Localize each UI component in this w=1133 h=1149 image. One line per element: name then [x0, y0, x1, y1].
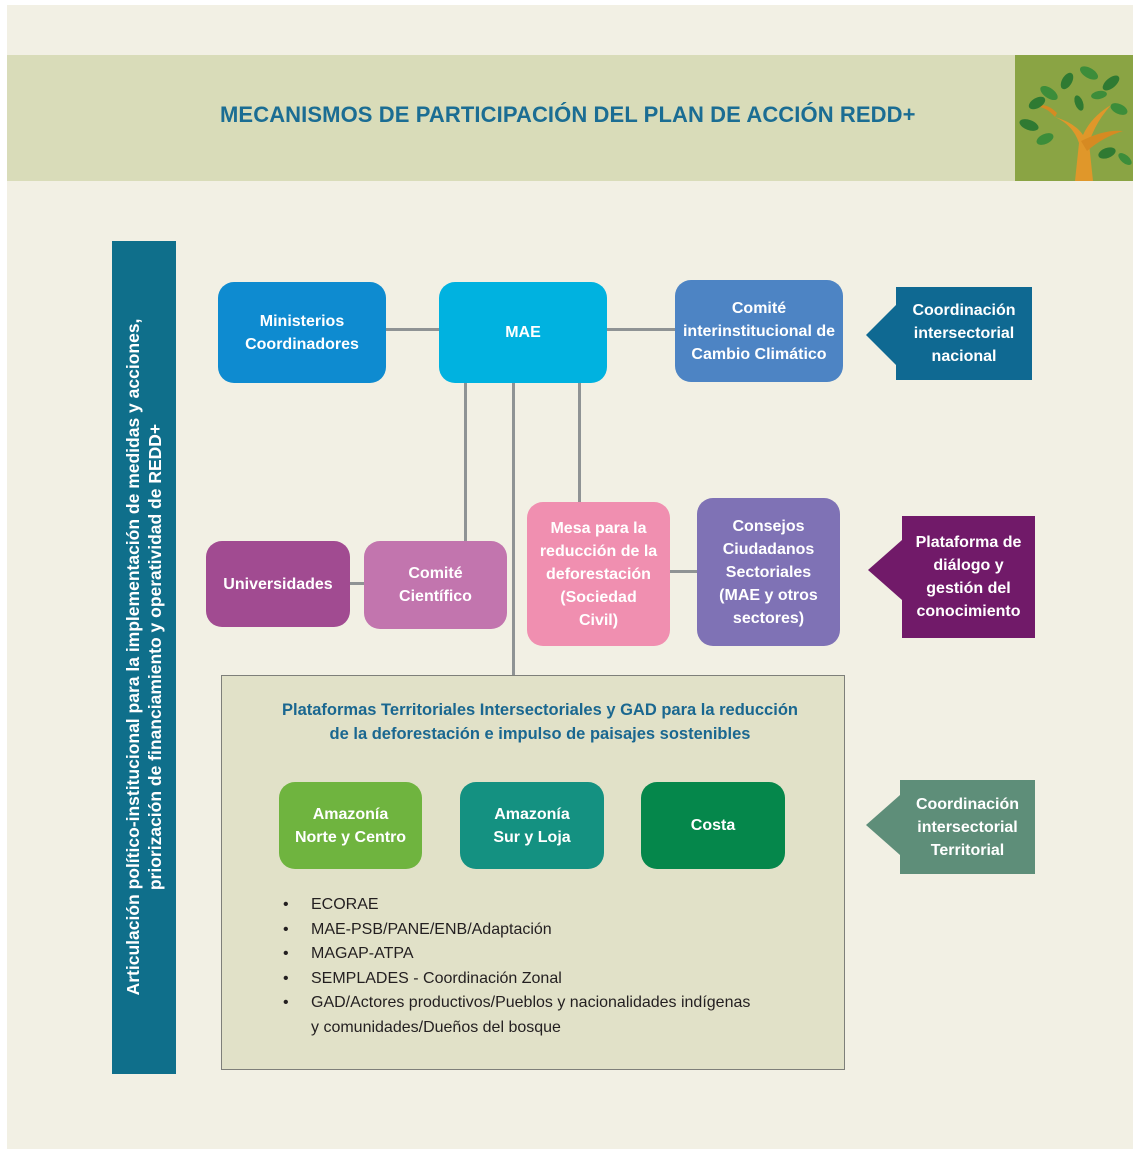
actors-list: ECORAE MAE-PSB/PANE/ENB/Adaptación MAGAP…: [283, 893, 843, 1040]
connector-ministerios-mae: [384, 328, 442, 331]
page-title: MECANISMOS DE PARTICIPACIÓN DEL PLAN DE …: [220, 102, 916, 127]
territorial-platforms-title: Plataformas Territoriales Intersectorial…: [282, 701, 798, 743]
consejos-ciudadanos-node: Consejos Ciudadanos Sectoriales (MAE y o…: [697, 498, 840, 646]
tag-coordinacion-territorial: Coordinación intersectorial Territorial: [900, 780, 1035, 874]
list-item: ECORAE: [283, 893, 843, 918]
tag-plataforma-dialogo: Plataforma de diálogo y gestión del cono…: [902, 516, 1035, 638]
mae-node: MAE: [439, 282, 607, 383]
region-amazonia-sur-loja: Amazonía Sur y Loja: [460, 782, 604, 869]
list-item: GAD/Actores productivos/Pueblos y nacion…: [283, 991, 756, 1040]
comite-cientifico-node: Comité Científico: [364, 541, 507, 629]
connector-mae-mesa: [578, 382, 581, 504]
connector-mesa-consejos: [668, 570, 699, 573]
universidades-node: Universidades: [206, 541, 350, 627]
region-costa: Costa: [641, 782, 785, 869]
list-item: MAGAP-ATPA: [283, 942, 843, 967]
list-item: SEMPLADES - Coordinación Zonal: [283, 967, 843, 992]
connector-mae-comite: [605, 328, 677, 331]
list-item: MAE-PSB/PANE/ENB/Adaptación: [283, 918, 843, 943]
side-bar: [112, 241, 176, 1074]
header-band: [7, 55, 1017, 181]
connector-universidades-comite: [346, 582, 366, 585]
connector-mae-territorial: [512, 382, 515, 676]
ministerios-node: Ministerios Coordinadores: [218, 282, 386, 383]
arrow-left-icon: [866, 305, 896, 365]
comite-cambio-climatico-node: Comité interinstitucional de Cambio Clim…: [675, 280, 843, 382]
arrow-left-icon: [866, 795, 900, 855]
arrow-left-icon: [868, 540, 902, 600]
region-amazonia-norte-centro: Amazonía Norte y Centro: [279, 782, 422, 869]
tag-coordinacion-nacional: Coordinación intersectorial nacional: [896, 287, 1032, 380]
tree-logo: [1015, 55, 1133, 181]
connector-mae-comite-cientifico: [464, 382, 467, 544]
side-bar-label: Articulación político-institucional para…: [123, 318, 165, 996]
mesa-sociedad-civil-node: Mesa para la reducción de la deforestaci…: [527, 502, 670, 646]
tree-icon: [1015, 55, 1133, 181]
